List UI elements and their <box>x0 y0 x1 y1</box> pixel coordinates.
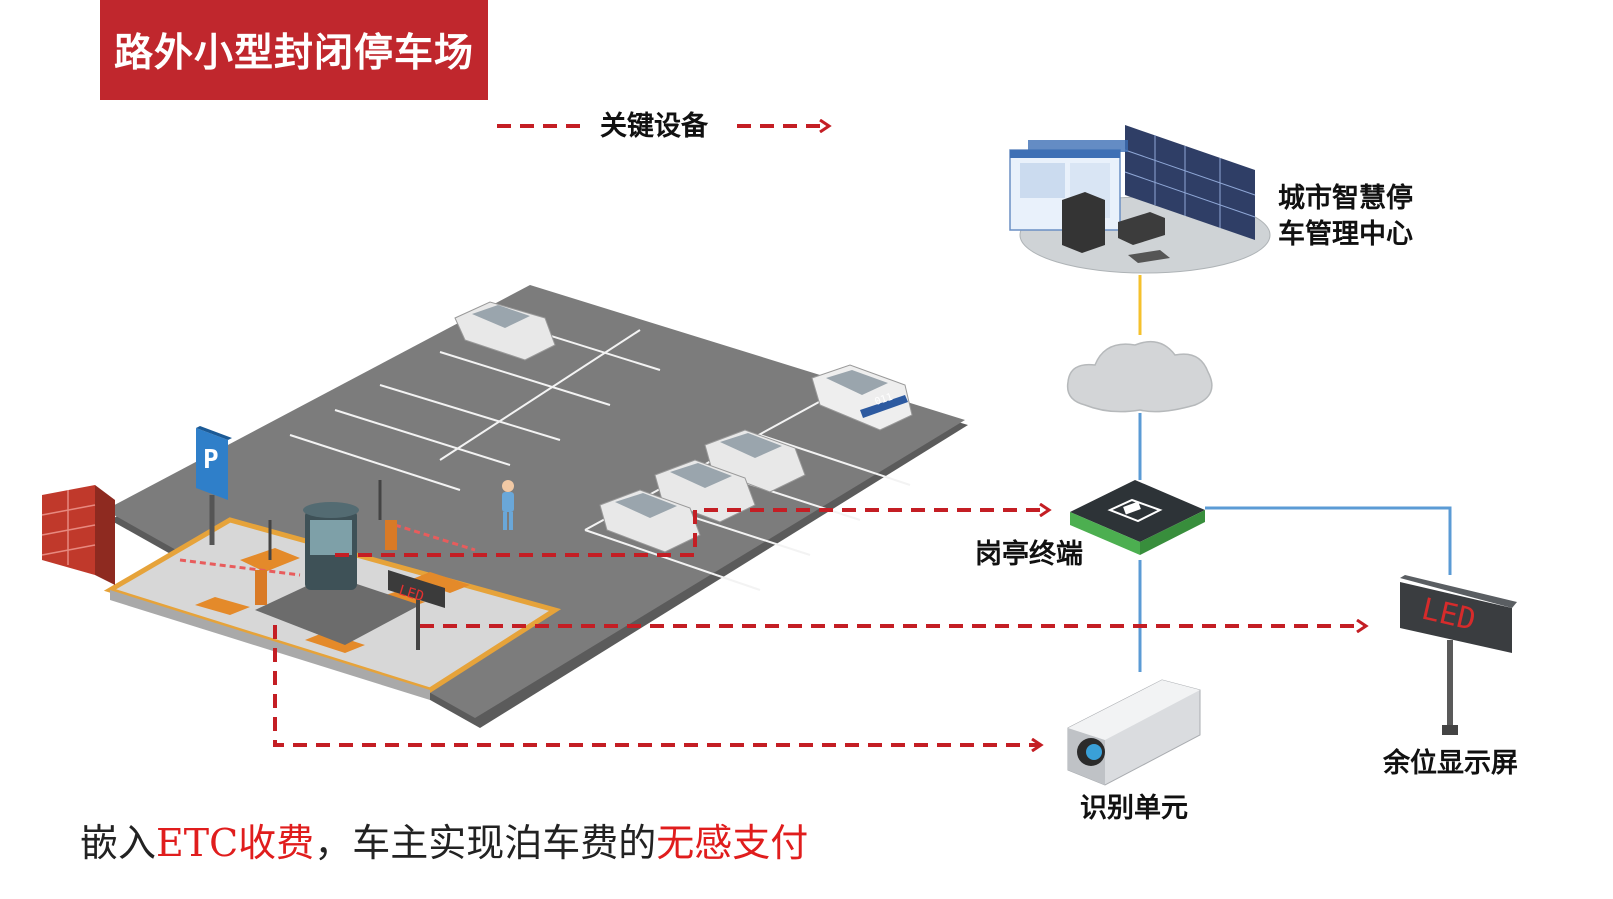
camera-label: 识别单元 <box>1080 793 1188 824</box>
parking-sign-letter: P <box>203 445 219 475</box>
booth-terminal-device <box>1070 480 1205 555</box>
brick-wall <box>41 485 115 585</box>
caption: 嵌入ETC收费，车主实现泊车费的无感支付 <box>80 812 808 867</box>
management-center-illustration <box>1009 125 1271 274</box>
title-banner: 路外小型封闭停车场 <box>100 0 488 100</box>
recognition-camera-device <box>1067 679 1201 786</box>
booth-led-board: LED <box>388 570 445 650</box>
person-figure <box>502 480 514 530</box>
parking-lot-illustration: P LED <box>41 285 968 728</box>
caption-etc: ETC收费 <box>156 821 315 865</box>
car <box>454 301 556 361</box>
display-label: 余位显示屏 <box>1383 748 1518 779</box>
legend-label: 关键设备 <box>600 111 708 142</box>
police-car: 011 <box>811 364 913 431</box>
car <box>599 489 701 553</box>
police-car-number: 011 <box>874 392 895 408</box>
network-links <box>1138 413 1452 672</box>
booth-terminal-label: 岗亭终端 <box>975 539 1083 570</box>
center-label-line2: 车管理中心 <box>1278 219 1413 250</box>
center-label-line1: 城市智慧停 <box>1278 183 1413 214</box>
booth-led-text: LED <box>397 583 426 606</box>
guard-booth <box>303 502 359 590</box>
caption-seamless-payment: 无感支付 <box>656 821 809 865</box>
caption-part3: ，车主实现泊车费的 <box>314 821 657 865</box>
cloud-icon <box>1066 340 1213 413</box>
caption-part1: 嵌入 <box>80 821 157 865</box>
page-title: 路外小型封闭停车场 <box>113 31 474 76</box>
parking-sign: P <box>196 426 232 545</box>
led-display-device: LED <box>1400 575 1517 735</box>
key-device-dashed-lines <box>273 126 1365 745</box>
